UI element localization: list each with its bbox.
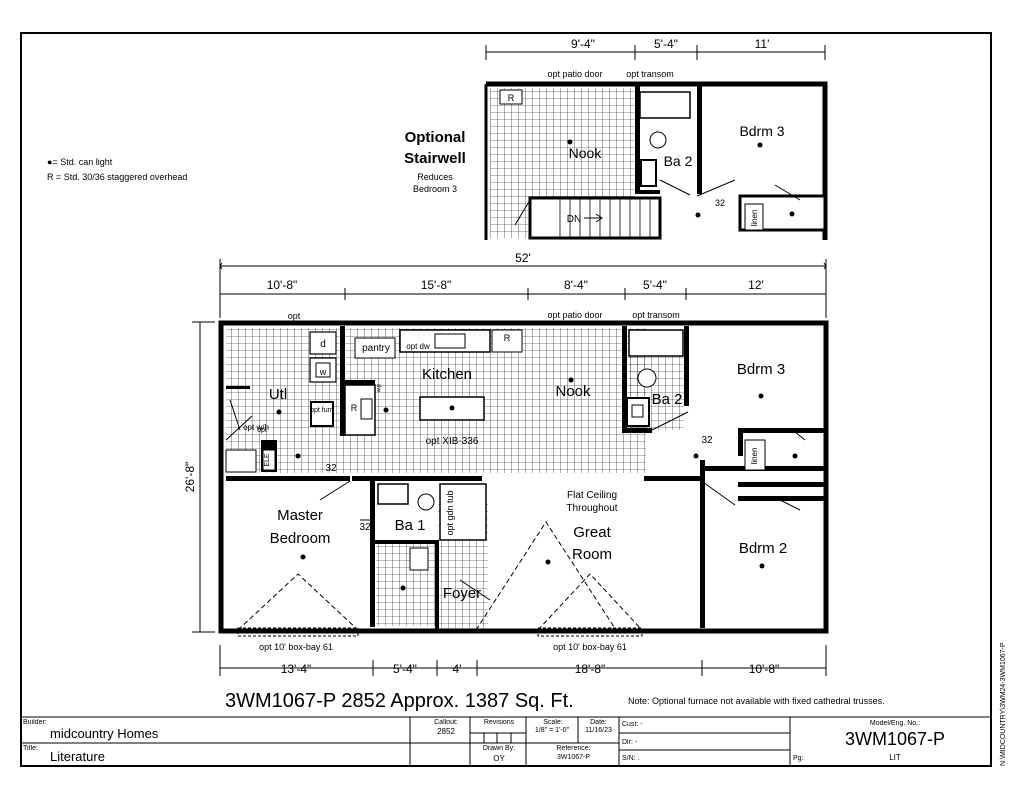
legend-overhead: R = Std. 30/36 staggered overhead: [47, 172, 187, 182]
utility-d: d: [320, 339, 326, 350]
upper-nook: Nook: [569, 145, 603, 161]
pg-label: Pg:: [793, 755, 804, 762]
room-bdrm2: Bdrm 2: [739, 540, 787, 557]
date-value: 11/16/23: [585, 727, 612, 734]
door-32-b: 32: [701, 435, 713, 446]
bay-left: opt 10' box-bay 61: [259, 642, 333, 652]
opt-xib: opt XIB-336: [426, 436, 479, 447]
title-value: Literature: [50, 749, 105, 764]
opt-wh-label: opt w/h: [243, 423, 269, 432]
depth-dim: 26'-8": [183, 462, 197, 493]
room-kitchen: Kitchen: [422, 366, 472, 383]
top-dim-1: 10'-8": [267, 278, 298, 292]
scale-label: Scale:: [543, 719, 563, 726]
reference-value: 3W1067-P: [556, 754, 591, 761]
top-dim-3: 8'-4": [564, 278, 588, 292]
bottom-dim-1: 13'-4": [281, 662, 312, 676]
bottom-dim-2: 5'-4": [393, 662, 417, 676]
upper-dim-2: 5'-4": [654, 37, 678, 51]
plan-note: Note: Optional furnace not available wit…: [628, 696, 885, 706]
room-bdrm3: Bdrm 3: [737, 361, 785, 378]
opt-dw-label: opt dw: [406, 342, 430, 351]
date-label: Date:: [590, 719, 607, 726]
drawn-by-label: Drawn By:: [482, 745, 516, 752]
bay-right: opt 10' box-bay 61: [553, 642, 627, 652]
great-line-2: Room: [572, 546, 612, 563]
title-label: Title:: [23, 745, 38, 752]
title-block: Builder: midcountry Homes Title: Literat…: [20, 717, 992, 767]
revisions-label: Revisions: [483, 719, 515, 726]
legend-can-light: ●= Std. can light: [47, 157, 113, 167]
bottom-dim-4: 18'-8": [575, 662, 606, 676]
room-foyer: Foyer: [443, 585, 481, 602]
drawn-by-value: OY: [493, 754, 505, 763]
scale-value: 1/8" = 1'-0": [534, 727, 570, 734]
room-nook: Nook: [555, 383, 591, 400]
upper-plan: 9'-4" 5'-4" 11' opt patio door opt trans…: [484, 37, 828, 240]
main-plan: d w opt furn opt w/h ELE pantry opt dw R…: [218, 310, 829, 652]
stairwell-note-1: Reduces: [417, 172, 453, 182]
ele-label: ELE: [264, 453, 271, 467]
master-line-2: Bedroom: [270, 530, 331, 547]
upper-r: R: [508, 93, 515, 103]
builder-value: midcountry Homes: [50, 726, 159, 741]
flat-ceiling-1: Flat Ceiling: [567, 490, 617, 501]
upper-bdrm3: Bdrm 3: [739, 123, 784, 139]
top-dim-5: 12': [748, 278, 764, 292]
callout-value: 2852: [437, 727, 455, 736]
stairwell-title-2: Stairwell: [404, 150, 466, 167]
sn-label: S/N: .: [622, 755, 640, 762]
overall-width: 52': [515, 251, 531, 265]
file-path: N:\MIDCOUNTRY\3WM24-3WM1067-P: [1000, 642, 1007, 766]
flat-ceiling-2: Throughout: [566, 503, 617, 514]
bottom-dim-3: 4': [453, 662, 462, 676]
opt-gdn-tub: opt gdn tub: [445, 490, 455, 535]
stairwell-note-2: Bedroom 3: [413, 184, 457, 194]
callout-label: Callout:: [434, 719, 458, 726]
master-line-1: Master: [277, 507, 323, 524]
upper-opt-patio: opt patio door: [547, 69, 602, 79]
linen-label: linen: [750, 448, 759, 465]
upper-ba2: Ba 2: [664, 153, 693, 169]
upper-dim-1: 9'-4": [571, 37, 595, 51]
bottom-dim-5: 10'-8": [749, 662, 780, 676]
utility-w: w: [319, 367, 327, 377]
room-ba2: Ba 2: [652, 391, 683, 408]
room-ba1: Ba 1: [395, 517, 426, 534]
drawing-sheet: [20, 32, 992, 767]
opt-transom: opt transom: [632, 310, 680, 320]
plan-title: 3WM1067-P 2852 Approx. 1387 Sq. Ft.: [225, 690, 574, 712]
upper-opt-transom: opt transom: [626, 69, 674, 79]
room-utl: Utl: [269, 386, 287, 403]
upper-door-32: 32: [715, 198, 725, 208]
main-dimensions: 52' 10'-8" 15'-8" 8'-4" 5'-4" 12' 26'-8"…: [183, 251, 827, 676]
top-dim-4: 5'-4": [643, 278, 667, 292]
opt-furn-label: opt furn: [310, 407, 334, 414]
opt-patio-door: opt patio door: [547, 310, 602, 320]
opt-label: opt: [288, 311, 301, 321]
upper-dim-3: 11': [755, 37, 770, 51]
cust-label: Cust: -: [622, 721, 643, 728]
lit-value: LIT: [889, 753, 901, 762]
dw-label: dw: [375, 384, 381, 392]
range-r: R: [351, 403, 358, 413]
opt-label-2: opt: [257, 427, 267, 434]
stairwell-title-1: Optional: [405, 129, 466, 146]
title-block-grid: [20, 716, 992, 767]
reference-label: Reference:: [556, 745, 591, 752]
kitchen-r: R: [504, 333, 511, 343]
door-32-c: 32: [359, 522, 371, 533]
model-label: Model/Eng. No.:: [869, 720, 921, 727]
builder-label: Builder:: [23, 719, 47, 726]
dlr-label: Dlr: -: [622, 739, 638, 746]
upper-linen: linen: [750, 210, 759, 227]
model-value: 3WM1067-P: [844, 729, 946, 749]
upper-dn: DN: [567, 214, 581, 225]
door-32-a: 32: [325, 463, 337, 474]
great-line-1: Great: [573, 524, 611, 541]
pantry-label: pantry: [362, 343, 390, 354]
top-dim-2: 15'-8": [421, 278, 452, 292]
